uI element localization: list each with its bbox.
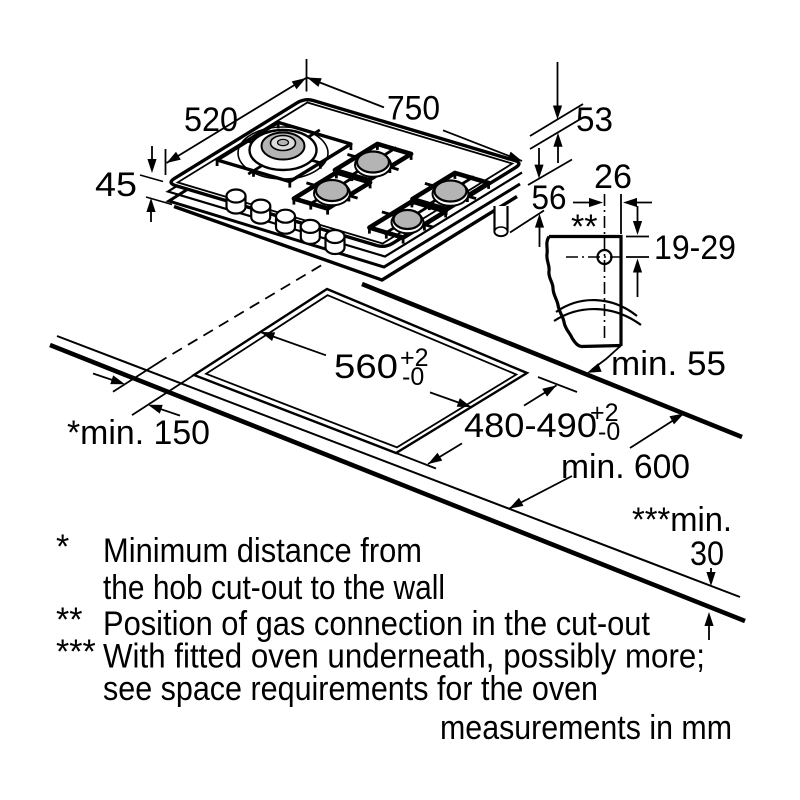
svg-text:+2: +2 xyxy=(400,344,429,372)
svg-text:see space requirements for the: see space requirements for the oven xyxy=(103,670,598,708)
svg-text:Minimum distance from: Minimum distance from xyxy=(103,532,422,570)
svg-text:480-490: 480-490 xyxy=(464,407,597,445)
svg-text:26: 26 xyxy=(594,158,632,196)
svg-text:the hob cut-out to the wall: the hob cut-out to the wall xyxy=(103,569,445,607)
svg-text:min. 600: min. 600 xyxy=(561,448,690,486)
svg-text:*min. 150: *min. 150 xyxy=(67,414,210,452)
svg-text:**: ** xyxy=(56,601,82,639)
svg-text:-0: -0 xyxy=(402,363,424,391)
svg-text:520: 520 xyxy=(184,101,238,139)
svg-text:+2: +2 xyxy=(590,399,619,427)
svg-text:53: 53 xyxy=(576,101,613,139)
svg-text:45: 45 xyxy=(95,166,137,204)
svg-text:measurements in mm: measurements in mm xyxy=(440,709,732,747)
svg-text:750: 750 xyxy=(387,90,440,128)
svg-text:*: * xyxy=(56,528,69,566)
svg-text:**: ** xyxy=(571,208,597,246)
svg-text:56: 56 xyxy=(532,179,567,217)
svg-text:***min.: ***min. xyxy=(632,501,732,539)
svg-text:With fitted oven underneath, p: With fitted oven underneath, possibly mo… xyxy=(103,638,705,676)
svg-text:-0: -0 xyxy=(598,418,620,446)
svg-text:***: *** xyxy=(56,633,96,671)
svg-text:Position of gas connection in: Position of gas connection in the cut-ou… xyxy=(103,605,651,643)
svg-text:min. 55: min. 55 xyxy=(611,345,726,383)
svg-text:560: 560 xyxy=(334,348,398,386)
svg-text:30: 30 xyxy=(690,535,724,573)
svg-text:19-29: 19-29 xyxy=(654,229,736,267)
